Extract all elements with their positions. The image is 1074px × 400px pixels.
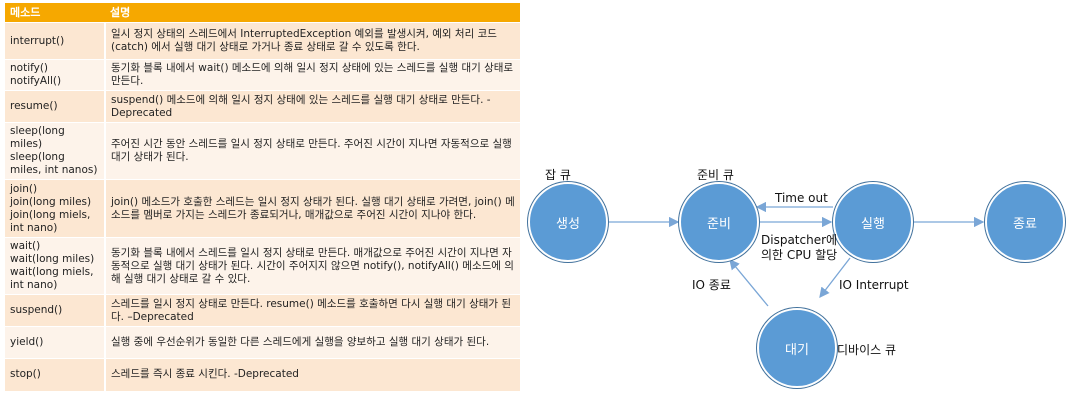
state-waiting: 대기 (757, 308, 837, 388)
method-cell: join() join(long miles) join(long miels,… (5, 179, 106, 238)
state-create-label: 생성 (556, 216, 580, 232)
method-table: 메소드 설명 interrupt() 일시 정지 상태의 스레드에서 Inter… (5, 3, 520, 391)
method-cell: suspend() (5, 294, 106, 327)
io-done-label: IO 종료 (692, 278, 731, 292)
job-queue-label: 잡 큐 (545, 168, 571, 182)
state-create: 생성 (528, 182, 608, 262)
method-cell: stop() (5, 358, 106, 391)
method-cell: notify() notifyAll() (5, 59, 106, 91)
state-running: 실행 (833, 182, 913, 262)
header-description: 설명 (105, 3, 520, 23)
description-cell: suspend() 메소드에 의해 일시 정지 상태에 있는 스레드를 실행 대… (105, 90, 520, 123)
state-ready: 준비 (679, 182, 759, 262)
thread-state-diagram: 생성 준비 실행 종료 대기 잡 큐 준비 큐 Time out Dispatc… (525, 0, 1074, 400)
table-row: yield() 실행 중에 우선순위가 동일한 다른 스레드에게 실행을 양보하… (5, 326, 520, 359)
state-terminated-label: 종료 (1013, 216, 1037, 232)
description-cell: 스레드를 일시 정지 상태로 만든다. resume() 메소드를 호출하면 다… (105, 294, 520, 327)
table-row: suspend() 스레드를 일시 정지 상태로 만든다. resume() 메… (5, 294, 520, 327)
state-waiting-label: 대기 (785, 342, 809, 358)
description-cell: 일시 정지 상태의 스레드에서 InterruptedException 예외를… (105, 22, 520, 60)
description-cell: 동기화 블록 내에서 스레드를 일시 정지 상태로 만든다. 매개값으로 주어진… (105, 237, 520, 295)
method-cell: wait() wait(long miles) wait(long miels,… (5, 237, 106, 295)
description-cell: 동기화 블록 내에서 wait() 메소드에 의해 일시 정지 상태에 있는 스… (105, 59, 520, 91)
table-header-row: 메소드 설명 (5, 3, 520, 23)
description-cell: 실행 중에 우선순위가 동일한 다른 스레드에게 실행을 양보하고 실행 대기 … (105, 326, 520, 359)
table-row: join() join(long miles) join(long miels,… (5, 179, 520, 238)
table-row: sleep(long miles) sleep(long miles, int … (5, 122, 520, 180)
ready-queue-label: 준비 큐 (697, 168, 734, 182)
dispatch-label: Dispatcher에 의한 CPU 할당 (761, 233, 838, 262)
method-cell: sleep(long miles) sleep(long miles, int … (5, 122, 106, 180)
arrow-running-to-waiting (819, 257, 851, 299)
description-cell: join() 메소드가 호출한 스레드는 일시 정지 상태가 된다. 실행 대기… (105, 179, 520, 238)
state-running-label: 실행 (861, 216, 885, 232)
table-row: stop() 스레드를 즉시 종료 시킨다. -Deprecated (5, 358, 520, 391)
table-row: wait() wait(long miles) wait(long miels,… (5, 237, 520, 295)
method-cell: resume() (5, 90, 106, 123)
arrow-waiting-to-ready (729, 258, 769, 307)
table-row: interrupt() 일시 정지 상태의 스레드에서 InterruptedE… (5, 22, 520, 60)
state-terminated: 종료 (985, 182, 1065, 262)
device-queue-label: 디바이스 큐 (837, 343, 897, 357)
table-row: notify() notifyAll() 동기화 블록 내에서 wait() 메… (5, 59, 520, 91)
state-ready-label: 준비 (707, 216, 731, 232)
timeout-label: Time out (775, 191, 828, 205)
transition-arrows (608, 201, 985, 307)
method-cell: interrupt() (5, 22, 106, 60)
io-interrupt-label: IO Interrupt (839, 278, 909, 292)
description-cell: 주어진 시간 동안 스레드를 일시 정지 상태로 만든다. 주어진 시간이 지나… (105, 122, 520, 180)
table-row: resume() suspend() 메소드에 의해 일시 정지 상태에 있는 … (5, 90, 520, 123)
method-cell: yield() (5, 326, 106, 359)
description-cell: 스레드를 즉시 종료 시킨다. -Deprecated (105, 358, 520, 391)
header-method: 메소드 (5, 3, 105, 23)
